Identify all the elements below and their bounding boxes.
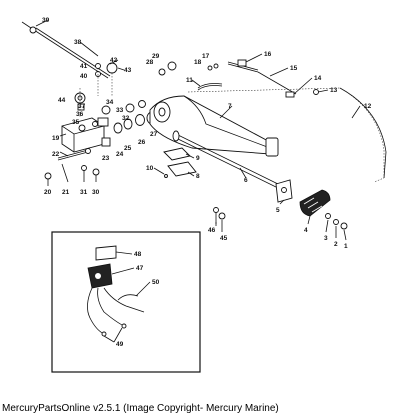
plates (163, 147, 197, 178)
callout-labels: 1 2 3 4 5 6 7 8 9 10 11 12 13 14 15 16 1… (42, 17, 372, 348)
tiller-arm (149, 95, 279, 157)
leader-lines (35, 19, 361, 343)
callout-35: 35 (72, 119, 80, 126)
callout-19: 19 (52, 135, 60, 142)
callout-47: 47 (136, 265, 144, 272)
washer-pair (158, 61, 177, 76)
small-hardware-top (95, 62, 118, 96)
callout-12: 12 (364, 103, 372, 110)
cable-11 (197, 83, 223, 91)
callout-45: 45 (220, 235, 228, 242)
callout-33: 33 (116, 107, 124, 114)
callout-7: 7 (228, 103, 232, 110)
shaft-6 (172, 130, 279, 189)
callout-37: 37 (78, 103, 86, 110)
callout-34: 34 (106, 99, 114, 106)
callout-6: 6 (244, 177, 248, 184)
callout-39: 39 (42, 17, 50, 24)
grip-handle (299, 189, 331, 217)
callout-30: 30 (92, 189, 100, 196)
inset-detail (51, 231, 201, 373)
callout-24: 24 (116, 151, 124, 158)
callout-50: 50 (152, 279, 160, 286)
end-screws (325, 213, 348, 230)
callout-36: 36 (76, 111, 84, 118)
callout-27: 27 (150, 131, 158, 138)
callout-43: 43 (124, 67, 132, 74)
callout-46: 46 (208, 227, 216, 234)
pivot-parts (74, 88, 111, 118)
image-caption: MercuryPartsOnline v2.5.1 (Image Copyrig… (2, 403, 279, 414)
callout-23: 23 (102, 155, 110, 162)
callout-28: 28 (146, 59, 154, 66)
callout-25: 25 (124, 145, 132, 152)
bracket-5 (275, 179, 293, 203)
callout-22: 22 (52, 151, 60, 158)
callout-32: 32 (122, 115, 130, 122)
callout-8: 8 (196, 173, 200, 180)
callout-5: 5 (276, 207, 280, 214)
exploded-parts-diagram: 1 2 3 4 5 6 7 8 9 10 11 12 13 14 15 16 1… (21, 17, 387, 373)
tiller-cover (187, 87, 387, 183)
callout-40: 40 (80, 73, 88, 80)
callout-49: 49 (116, 341, 124, 348)
callout-13: 13 (330, 87, 338, 94)
screws-45-46 (213, 207, 226, 224)
callout-41: 41 (80, 63, 88, 70)
callout-1: 1 (344, 243, 348, 250)
callout-48: 48 (134, 251, 142, 258)
callout-42: 42 (110, 57, 118, 64)
callout-29: 29 (152, 53, 160, 60)
callout-17: 17 (202, 53, 210, 60)
callout-44: 44 (58, 97, 66, 104)
callout-3: 3 (324, 235, 328, 242)
callout-15: 15 (290, 65, 298, 72)
callout-14: 14 (314, 75, 322, 82)
rod-assembly (21, 21, 111, 79)
callout-21: 21 (62, 189, 70, 196)
callout-2: 2 (334, 241, 338, 248)
callout-18: 18 (194, 59, 202, 66)
callout-20: 20 (44, 189, 52, 196)
lower-hardware (44, 148, 100, 186)
callout-38: 38 (74, 39, 82, 46)
callout-4: 4 (304, 227, 308, 234)
callout-10: 10 (146, 165, 154, 172)
control-block (61, 117, 111, 153)
callout-26: 26 (138, 139, 146, 146)
callout-11: 11 (186, 77, 193, 84)
callout-31: 31 (80, 189, 88, 196)
upper-hardware (207, 59, 297, 95)
callout-9: 9 (196, 155, 200, 162)
callout-16: 16 (264, 51, 272, 58)
